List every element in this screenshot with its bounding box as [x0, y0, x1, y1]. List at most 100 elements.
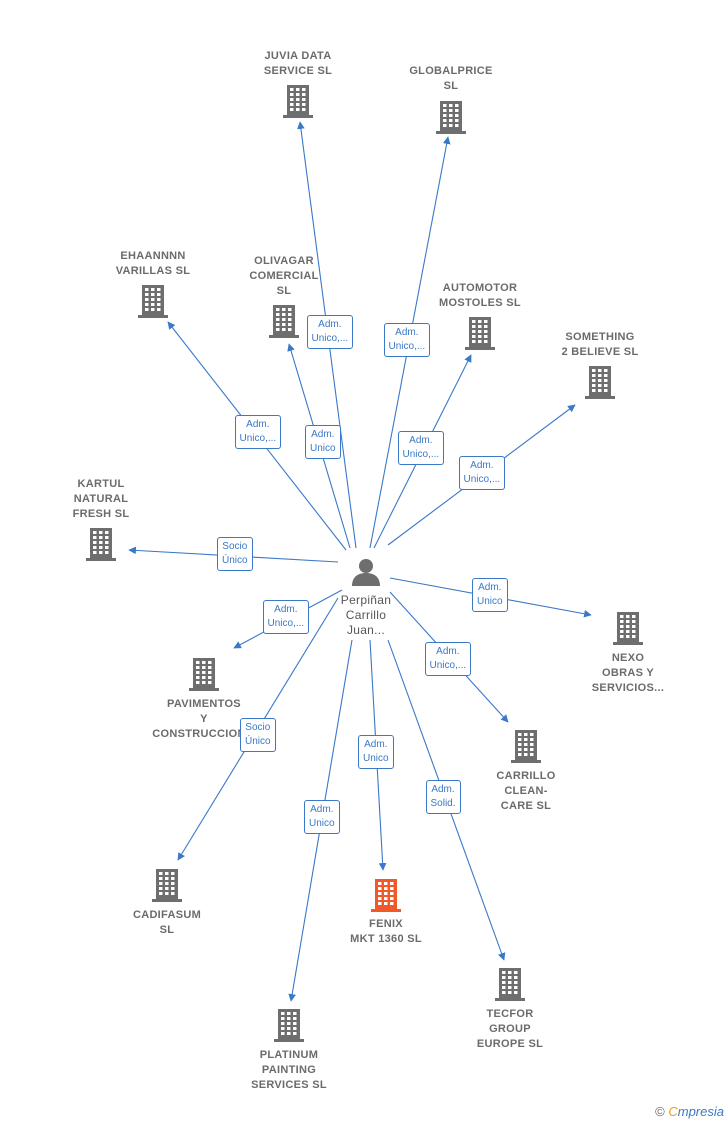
company-name-line: COMERCIAL — [249, 270, 319, 282]
company-name-line: PAINTING — [261, 1064, 317, 1076]
edge-label-line: Unico,... — [402, 449, 440, 460]
person-icon — [352, 559, 380, 586]
company-icon-wrap-kartul[interactable] — [85, 527, 117, 566]
company-icon-wrap-automotor[interactable] — [464, 316, 496, 355]
building-icon — [269, 305, 299, 338]
company-icon-wrap-something[interactable] — [584, 365, 616, 404]
company-icon-wrap-tecfor[interactable] — [494, 967, 526, 1006]
company-name-line: SERVICES SL — [251, 1079, 327, 1091]
edge-label-line: Adm. — [436, 646, 460, 657]
person-node-icon[interactable] — [351, 558, 381, 591]
person-name-line: Perpiñan — [340, 593, 392, 607]
company-icon-wrap-juvia[interactable] — [282, 84, 314, 123]
edge-label-nexo[interactable]: Adm.Unico — [472, 578, 508, 612]
company-icon-wrap-platinum[interactable] — [273, 1008, 305, 1047]
edge-label-line: Unico,... — [239, 433, 277, 444]
company-icon-wrap-carrillo[interactable] — [510, 729, 542, 768]
building-icon — [511, 730, 541, 763]
company-name-line: NEXO — [611, 652, 645, 664]
edge-label-line: Adm. — [409, 435, 433, 446]
edge-label-pavimentos[interactable]: Adm.Unico,... — [262, 600, 310, 634]
company-name-line: SL — [443, 80, 459, 92]
company-name-line: AUTOMOTOR — [442, 282, 518, 294]
edge-label-line: Solid. — [430, 798, 456, 809]
company-name-line: FENIX — [369, 918, 403, 930]
edge-label-line: Socio — [222, 541, 248, 552]
company-node-juvia[interactable]: JUVIA DATA SERVICE SL — [233, 49, 363, 79]
edge-label-line: Unico — [309, 818, 335, 829]
edge-label-line: Adm. — [318, 319, 342, 330]
edge-label-fenix[interactable]: Adm.Unico — [358, 735, 394, 769]
company-name-line: KARTUL — [77, 478, 125, 490]
edge-label-carrillo[interactable]: Adm. Unico,... — [424, 642, 472, 676]
edge-label-globalprice[interactable]: Adm.Unico,... — [383, 323, 431, 357]
company-name-line: SL — [159, 924, 175, 936]
company-name-line: JUVIA DATA — [264, 50, 332, 62]
building-icon — [138, 285, 168, 318]
company-icon-wrap-fenix[interactable] — [370, 878, 402, 917]
company-name-line: SERVICE SL — [263, 65, 333, 77]
edge-label-olivagar[interactable]: Adm. Unico — [305, 425, 341, 459]
edge-label-line: Unico,... — [267, 618, 305, 629]
edge-label-line: Unico,... — [388, 341, 426, 352]
company-icon-wrap-globalprice[interactable] — [435, 100, 467, 139]
company-name-line: MOSTOLES SL — [439, 297, 521, 309]
edge-label-something[interactable]: Adm. Unico,... — [458, 456, 506, 490]
edge-label-line: Unico,... — [463, 474, 501, 485]
company-name-line: OLIVAGAR — [254, 255, 314, 267]
edge-label-line: Unico,... — [311, 333, 349, 344]
company-name-line: CONSTRUCCION... — [152, 728, 256, 740]
person-name-line: Carrillo — [345, 608, 387, 622]
company-name-line: EUROPE SL — [476, 1038, 544, 1050]
footer-brand: © Cmpresia — [655, 1104, 724, 1119]
edge-label-line: Adm. — [311, 429, 335, 440]
edge-label-line: Adm. — [470, 460, 494, 471]
company-name-line: SERVICIOS... — [591, 682, 665, 694]
company-name-line: MKT 1360 SL — [350, 933, 422, 945]
edge-label-automotor[interactable]: Adm. Unico,... — [397, 431, 445, 465]
company-name-line: Y — [200, 713, 208, 725]
company-node-automotor[interactable]: AUTOMOTOR MOSTOLES SL — [415, 281, 545, 311]
edge-label-line: Adm. — [431, 784, 455, 795]
edge-label-line: Unico — [310, 443, 336, 454]
building-icon — [371, 879, 401, 912]
company-name-line: NATURAL — [73, 493, 129, 505]
building-icon — [274, 1009, 304, 1042]
edge-label-ehaannnn[interactable]: Adm.Unico,... — [234, 415, 282, 449]
company-name-line: 2 BELIEVE SL — [561, 346, 639, 358]
building-icon — [86, 528, 116, 561]
company-node-fenix[interactable]: FENIX MKT 1360 SL — [321, 917, 451, 947]
building-icon — [613, 612, 643, 645]
edge-label-platinum[interactable]: Adm. Unico — [304, 800, 340, 834]
building-icon — [465, 317, 495, 350]
brand-logo-text: mpresia — [677, 1104, 724, 1119]
edge-label-line: Adm. — [310, 804, 334, 815]
company-name-line: CARRILLO — [496, 770, 556, 782]
company-icon-wrap-nexo[interactable] — [612, 611, 644, 650]
building-icon — [436, 101, 466, 134]
company-icon-wrap-pavimentos[interactable] — [188, 657, 220, 696]
company-icon-wrap-cadifasum[interactable] — [151, 868, 183, 907]
edge-label-tecfor[interactable]: Adm. Solid. — [425, 780, 461, 814]
person-name-line: Juan... — [346, 623, 386, 637]
building-icon — [152, 869, 182, 902]
company-icon-wrap-olivagar[interactable] — [268, 304, 300, 343]
edge-label-line: Unico,... — [429, 660, 467, 671]
company-icon-wrap-ehaannnn[interactable] — [137, 284, 169, 323]
edge-label-juvia[interactable]: Adm. Unico,... — [306, 315, 354, 349]
